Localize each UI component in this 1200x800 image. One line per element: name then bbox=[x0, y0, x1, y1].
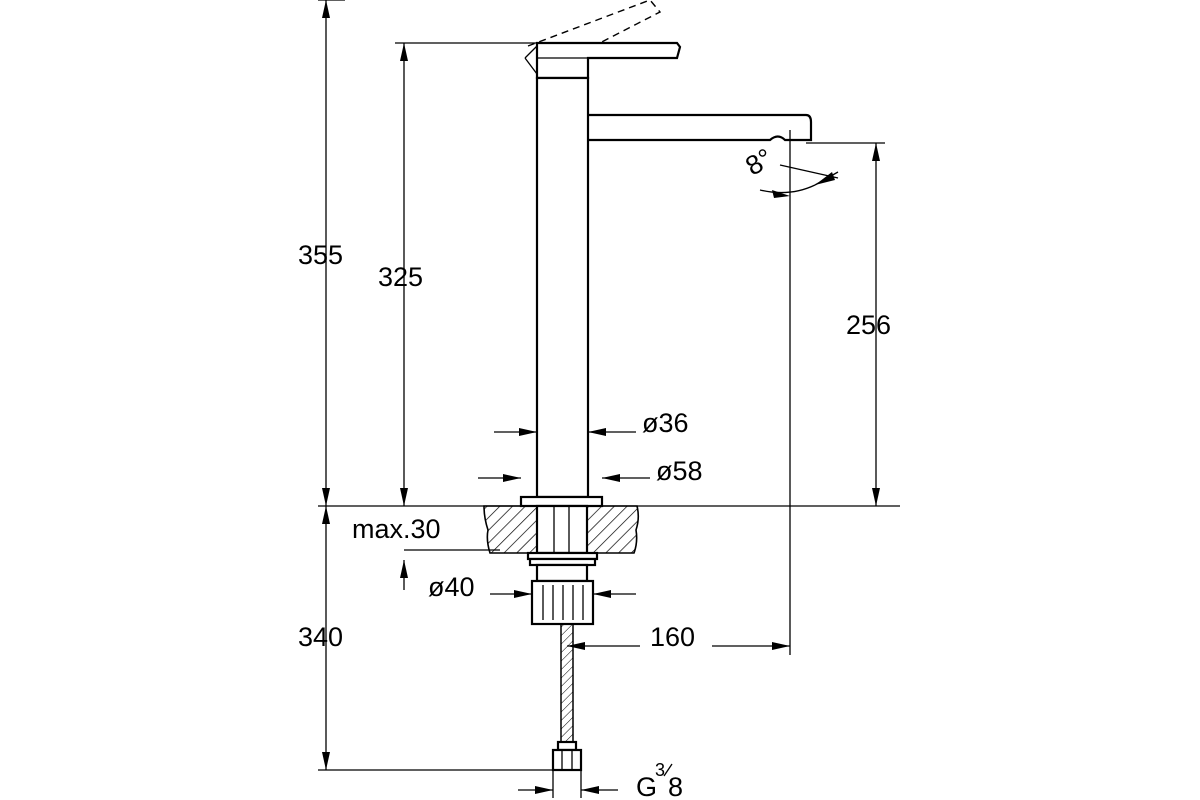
thread-letter: G bbox=[636, 772, 657, 800]
spout-outlet-height-label: 256 bbox=[846, 310, 891, 340]
countertop-section bbox=[483, 505, 640, 554]
body-diameter-label: ø36 bbox=[642, 408, 689, 438]
dimension-lines bbox=[322, 0, 880, 798]
spout-reach-label: 160 bbox=[650, 622, 695, 652]
faucet-outline bbox=[519, 0, 813, 772]
extension-lines bbox=[318, 0, 900, 771]
thread-numerator: 3 bbox=[655, 760, 665, 780]
base-diameter-label: ø58 bbox=[656, 456, 703, 486]
dimension-labels: 355 325 256 340 ø36 ø58 max.30 ø40 160 8… bbox=[298, 142, 891, 800]
below-counter-length-label: 340 bbox=[298, 622, 343, 652]
thread-denominator: 8 bbox=[668, 772, 683, 800]
spout-top-height-label: 325 bbox=[378, 262, 423, 292]
shank-diameter-label: ø40 bbox=[428, 572, 475, 602]
thread-fraction-bar bbox=[663, 763, 673, 777]
connection-thread-label: G 3 8 bbox=[636, 760, 683, 800]
max-counter-thickness-label: max.30 bbox=[352, 514, 441, 544]
spout-angle-label: 8° bbox=[740, 142, 777, 181]
total-height-label: 355 bbox=[298, 240, 343, 270]
